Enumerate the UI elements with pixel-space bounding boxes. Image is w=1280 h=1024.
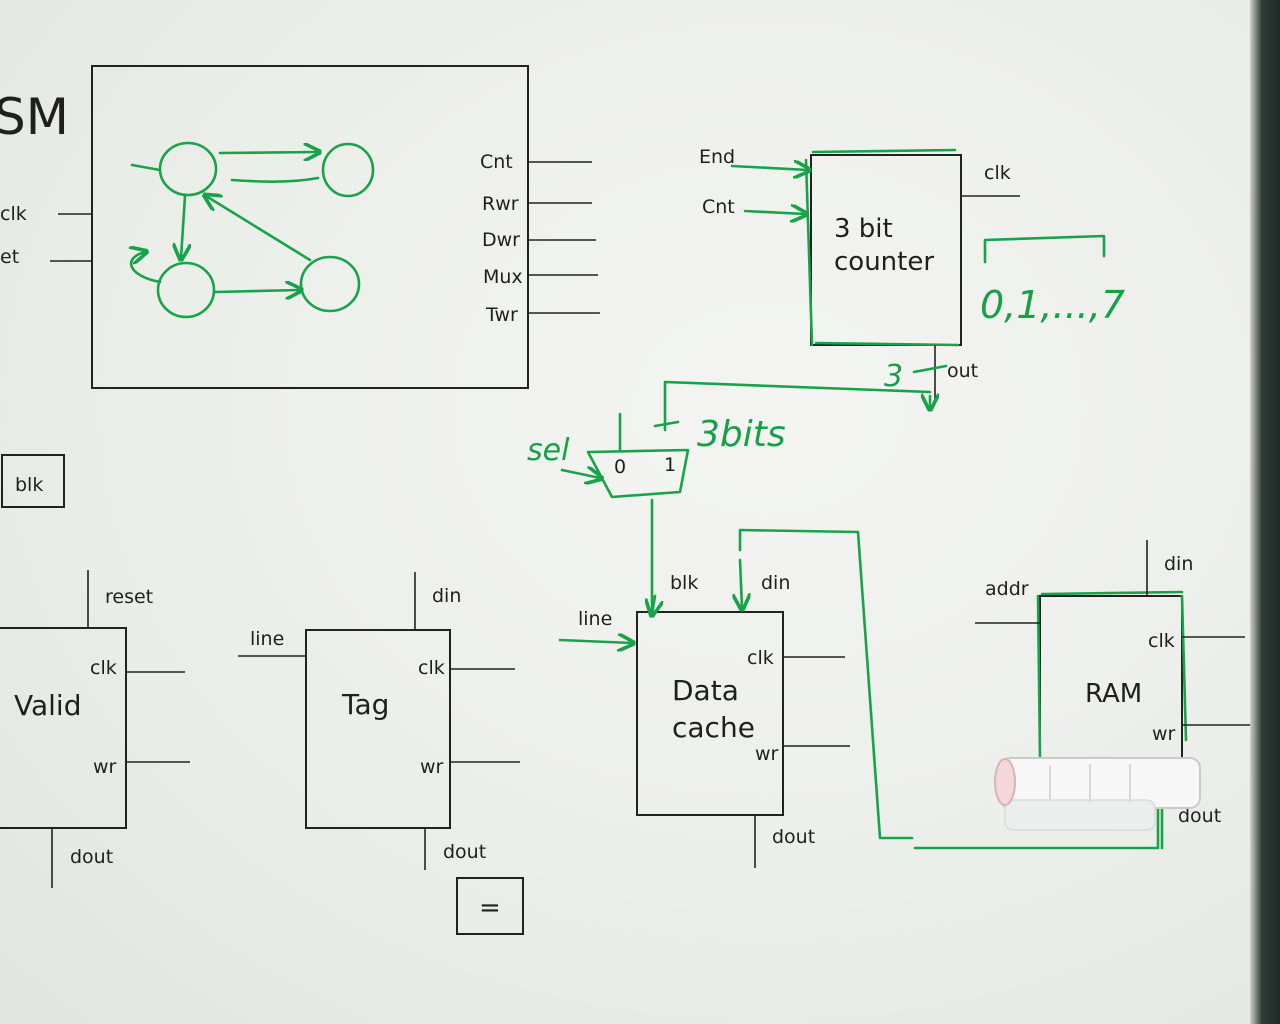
mux-width-note: 3bits xyxy=(697,414,786,455)
fsm-output-rwr: Rwr xyxy=(482,193,519,215)
fsm-block: SM clk et Cnt Rwr Dwr Mux Twr xyxy=(0,65,600,389)
ram-wr: wr xyxy=(1152,723,1176,745)
mux-input-0: 0 xyxy=(614,456,626,478)
fsm-output-twr: Twr xyxy=(485,304,518,326)
counter-title-line1: 3 bit xyxy=(834,214,893,244)
marker-cap xyxy=(994,757,1201,831)
data-cache-dout: dout xyxy=(772,826,815,848)
counter-block: 3 bit counter End Cnt clk out 3 0,1,...,… xyxy=(699,146,1125,400)
paper-edge-shadow xyxy=(1250,0,1280,1024)
counter-clk: clk xyxy=(984,162,1011,184)
fsm-output-dwr: Dwr xyxy=(482,229,520,251)
ram-din: din xyxy=(1164,553,1193,575)
ram-block: addr din clk RAM wr dout xyxy=(913,540,1250,850)
mux-sel-label: sel xyxy=(527,433,570,468)
counter-input-cnt: Cnt xyxy=(702,196,735,218)
fsm-title: SM xyxy=(0,88,69,146)
data-cache-line: line xyxy=(578,608,612,630)
fsm-box xyxy=(91,65,529,389)
state-diagram-sketch xyxy=(131,141,375,319)
compare-box: = xyxy=(456,877,524,935)
counter-out: out xyxy=(947,360,978,382)
tag-wr: wr xyxy=(420,756,444,778)
valid-dout: dout xyxy=(70,846,113,868)
counter-input-end: End xyxy=(699,146,735,168)
counter-bus-width: 3 xyxy=(884,359,903,394)
valid-clk: clk xyxy=(90,657,117,679)
compare-symbol: = xyxy=(479,893,501,923)
valid-reset: reset xyxy=(105,586,153,608)
ram-dout: dout xyxy=(1178,805,1221,827)
valid-wr: wr xyxy=(93,756,117,778)
counter-title-line2: counter xyxy=(834,247,934,277)
tag-line: line xyxy=(250,628,284,650)
tag-clk: clk xyxy=(418,657,445,679)
tag-dout: dout xyxy=(443,841,486,863)
tag-title: Tag xyxy=(341,688,389,721)
ram-clk: clk xyxy=(1148,630,1175,652)
ram-addr: addr xyxy=(985,578,1029,600)
counter-range-note: 0,1,...,7 xyxy=(980,283,1125,327)
data-cache-clk: clk xyxy=(747,647,774,669)
data-cache-block: blk din line clk Data cache wr dout xyxy=(558,498,914,868)
ram-title: RAM xyxy=(1085,679,1142,709)
valid-title: Valid xyxy=(14,689,81,722)
tag-block: line din clk Tag wr dout xyxy=(238,572,520,870)
fsm-output-cnt: Cnt xyxy=(480,151,513,173)
blk-box: blk xyxy=(1,454,65,508)
data-cache-wr: wr xyxy=(755,743,779,765)
fsm-input-clk: clk xyxy=(0,203,27,225)
fsm-input-reset: et xyxy=(0,246,19,268)
fsm-output-mux: Mux xyxy=(483,266,523,288)
blk-box-label: blk xyxy=(15,474,43,496)
data-cache-title-line1: Data xyxy=(672,674,739,707)
data-cache-title-line2: cache xyxy=(672,711,755,744)
mux-input-1: 1 xyxy=(664,454,676,476)
counter-to-mux-wire xyxy=(663,380,932,432)
data-cache-din: din xyxy=(761,572,790,594)
data-cache-blk: blk xyxy=(670,572,698,594)
tag-din: din xyxy=(432,585,461,607)
valid-block: reset clk Valid wr dout xyxy=(0,570,190,888)
mux-block: 0 1 sel 3bits xyxy=(527,412,786,499)
